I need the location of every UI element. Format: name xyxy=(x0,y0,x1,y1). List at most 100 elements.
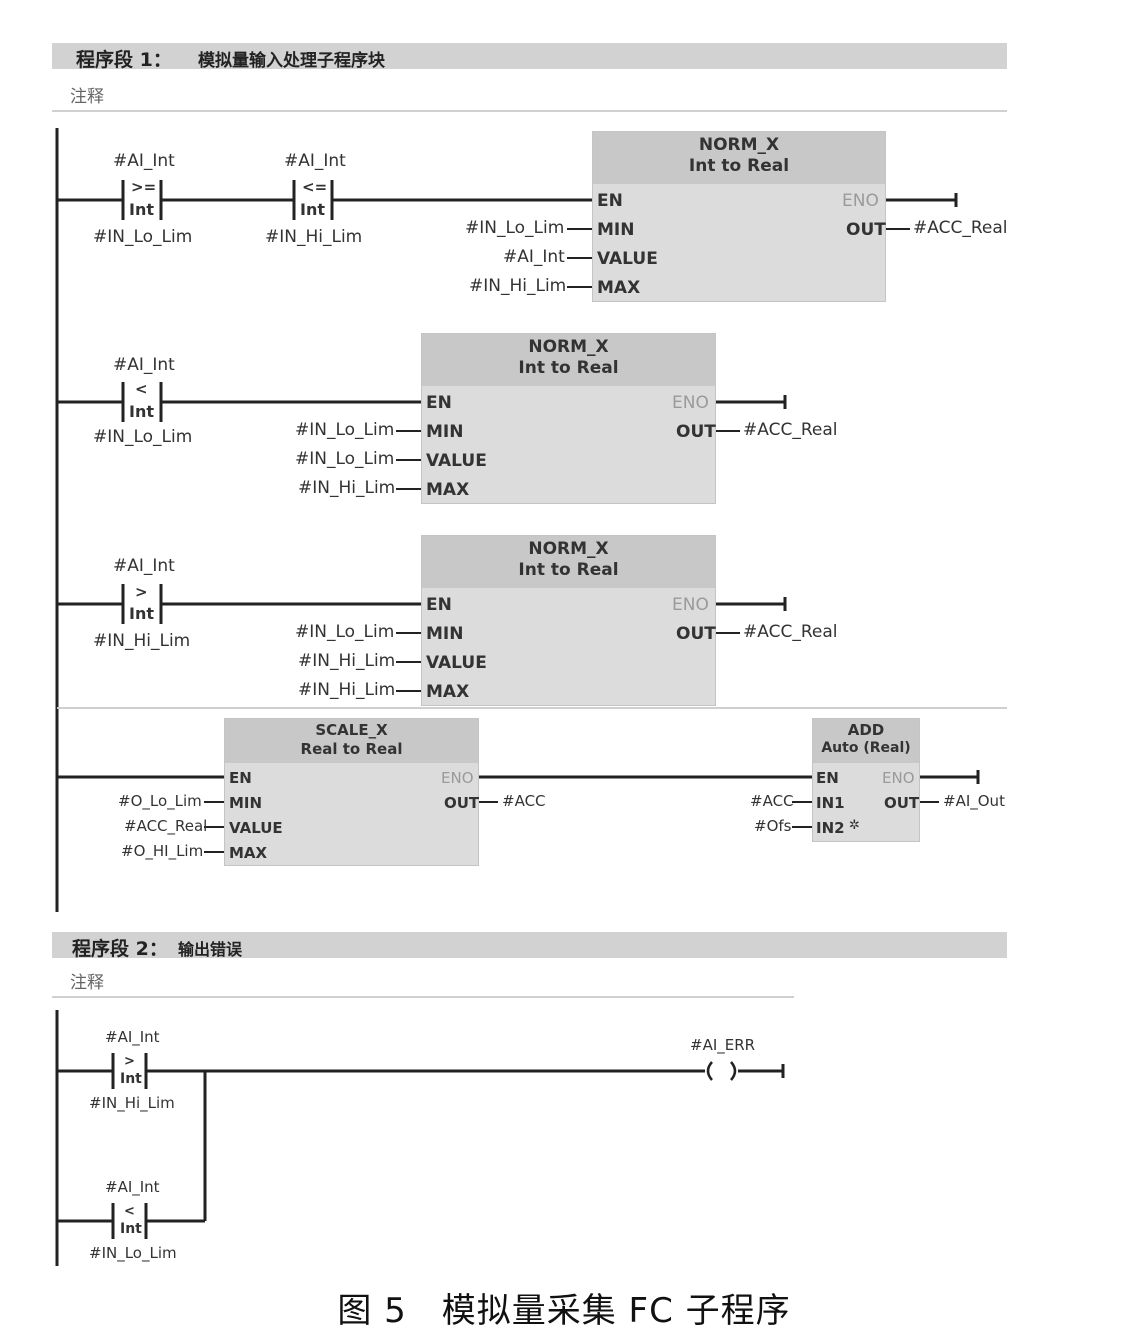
norm-x-box-1-title: NORM_X xyxy=(698,135,780,155)
add-box-in-in1: #ACC xyxy=(750,792,794,810)
norm-x-box-3-eno[interactable]: ENO xyxy=(672,595,709,615)
segment-2-comment[interactable]: 注释 xyxy=(52,962,794,998)
norm-x-box-2-pin-max[interactable]: MAX xyxy=(426,480,470,500)
norm-x-box-3-in-value: #IN_Hi_Lim xyxy=(298,651,396,671)
scale-x-box-pin-value[interactable]: VALUE xyxy=(229,819,283,837)
coil-icon[interactable] xyxy=(703,1060,741,1084)
scale-x-box-in-value: #ACC_Real xyxy=(124,817,208,835)
norm-x-box-1-pin-value[interactable]: VALUE xyxy=(597,249,658,269)
segment-2-header[interactable]: 程序段 2： 输出错误 xyxy=(52,932,1007,960)
contact-6-operand-bottom: #IN_Lo_Lim xyxy=(89,1244,177,1262)
norm-x-box-1-pin-max[interactable]: MAX xyxy=(597,278,641,298)
contact-4-operand-bottom: #IN_Hi_Lim xyxy=(93,631,191,651)
scale-x-box-en[interactable]: EN xyxy=(229,769,252,787)
norm-x-box-1-en[interactable]: EN xyxy=(597,191,623,211)
norm-x-box-2[interactable]: NORM_X Int to Real xyxy=(421,333,716,504)
segment-1-comment[interactable]: 注释 xyxy=(52,76,1007,112)
contact-3-operand-bottom: #IN_Lo_Lim xyxy=(93,427,193,447)
norm-x-box-3-en[interactable]: EN xyxy=(426,595,452,615)
add-box-pin-in2[interactable]: IN2 xyxy=(816,819,845,837)
scale-x-box-out[interactable]: OUT xyxy=(444,794,480,812)
add-box-in-in2: #Ofs xyxy=(754,817,792,835)
segment-1-header[interactable]: 程序段 1： 模拟量输入处理子程序块 xyxy=(52,43,1007,71)
add-box-en[interactable]: EN xyxy=(816,769,839,787)
segment-2-comment-label: 注释 xyxy=(70,973,104,993)
norm-x-box-3-pin-max[interactable]: MAX xyxy=(426,682,470,702)
norm-x-box-2-out-var: #ACC_Real xyxy=(743,420,838,440)
norm-x-box-1-type-to: to xyxy=(721,156,742,176)
contact-1-operand-top: #AI_Int xyxy=(113,151,175,171)
scale-x-box-type-real: Real xyxy=(365,740,403,758)
norm-x-box-3-type-real: Real xyxy=(576,560,619,580)
scale-x-box-pin-max[interactable]: MAX xyxy=(229,844,268,862)
norm-x-box-2-type-from: Int xyxy=(518,358,545,378)
norm-x-box-2-out[interactable]: OUT xyxy=(676,422,716,442)
segment-1-title: 程序段 1： xyxy=(76,49,172,71)
norm-x-box-3-out-var: #ACC_Real xyxy=(743,622,838,642)
segment-1-name: 模拟量输入处理子程序块 xyxy=(198,51,385,71)
add-box-subtitle: Auto (Real) xyxy=(821,740,911,756)
norm-x-box-3[interactable]: NORM_X Int to Real xyxy=(421,535,716,706)
norm-x-box-2-header: NORM_X Int to Real xyxy=(422,334,715,386)
norm-x-box-3-type-to: to xyxy=(550,560,571,580)
contact-5-operand-bottom: #IN_Hi_Lim xyxy=(89,1094,175,1112)
scale-x-box-title: SCALE_X xyxy=(315,721,388,739)
contact-3-operator: < xyxy=(135,380,148,398)
contact-4-operator: > xyxy=(135,583,148,601)
add-box-out[interactable]: OUT xyxy=(884,794,920,812)
contact-4-operand-top: #AI_Int xyxy=(113,556,175,576)
norm-x-box-3-pin-min[interactable]: MIN xyxy=(426,624,464,644)
coil-operand: #AI_ERR xyxy=(690,1036,756,1054)
norm-x-box-1-in-min: #IN_Lo_Lim xyxy=(465,218,565,238)
scale-x-box[interactable]: SCALE_X Real to Real xyxy=(224,718,479,866)
contact-3-type: Int xyxy=(129,402,154,421)
norm-x-box-3-out[interactable]: OUT xyxy=(676,624,716,644)
scale-x-box-pin-min[interactable]: MIN xyxy=(229,794,263,812)
scale-x-box-out-var: #ACC xyxy=(502,792,546,810)
norm-x-box-2-in-value: #IN_Lo_Lim xyxy=(295,449,395,469)
add-box[interactable]: ADD Auto (Real) xyxy=(812,718,920,842)
norm-x-box-1-in-value: #AI_Int xyxy=(503,247,565,267)
scale-x-box-type-to: to xyxy=(342,740,361,758)
add-box-pin-in1[interactable]: IN1 xyxy=(816,794,845,812)
contact-5-operator: > xyxy=(124,1054,135,1069)
contact-5-type: Int xyxy=(120,1071,142,1087)
norm-x-box-2-in-min: #IN_Lo_Lim xyxy=(295,420,395,440)
norm-x-box-1-out[interactable]: OUT xyxy=(846,220,886,240)
norm-x-box-2-type-to: to xyxy=(550,358,571,378)
norm-x-box-3-types: Int to Real xyxy=(422,560,715,580)
norm-x-box-2-en[interactable]: EN xyxy=(426,393,452,413)
contact-5-operand-top: #AI_Int xyxy=(105,1028,160,1046)
add-box-out-var: #AI_Out xyxy=(943,792,1005,810)
norm-x-box-1-pin-min[interactable]: MIN xyxy=(597,220,635,240)
norm-x-box-2-type-real: Real xyxy=(576,358,619,378)
norm-x-box-2-title: NORM_X xyxy=(528,337,609,357)
contact-6-operand-top: #AI_Int xyxy=(105,1178,160,1196)
norm-x-box-3-pin-value[interactable]: VALUE xyxy=(426,653,487,673)
contact-1-type: Int xyxy=(129,200,154,219)
contact-6-type: Int xyxy=(120,1221,142,1237)
norm-x-box-1-type-from: Int xyxy=(688,156,716,176)
contact-1-operator: >= xyxy=(131,178,157,196)
norm-x-box-2-pin-min[interactable]: MIN xyxy=(426,422,464,442)
contact-2-operand-top: #AI_Int xyxy=(284,151,346,171)
norm-x-box-1[interactable]: NORM_X Int to Real xyxy=(592,131,886,302)
segment-2-title: 程序段 2： xyxy=(72,938,168,960)
add-box-expand-icon[interactable]: ✲ xyxy=(849,818,860,833)
contact-4-type: Int xyxy=(129,604,154,623)
contact-2-operand-bottom: #IN_Hi_Lim xyxy=(265,227,363,247)
add-box-eno[interactable]: ENO xyxy=(882,769,915,787)
contact-3-operand-top: #AI_Int xyxy=(113,355,175,375)
contact-2-type: Int xyxy=(300,200,325,219)
norm-x-box-1-eno[interactable]: ENO xyxy=(842,191,879,211)
add-box-title: ADD xyxy=(847,721,885,739)
scale-x-box-type-from: Real xyxy=(300,740,338,758)
segment-2-name: 输出错误 xyxy=(178,940,243,959)
norm-x-box-2-pin-value[interactable]: VALUE xyxy=(426,451,487,471)
norm-x-box-1-types: Int to Real xyxy=(593,156,885,176)
scale-x-box-in-max: #O_HI_Lim xyxy=(121,842,204,860)
scale-x-box-eno[interactable]: ENO xyxy=(441,769,474,787)
scale-x-box-in-min: #O_Lo_Lim xyxy=(118,792,202,810)
norm-x-box-2-eno[interactable]: ENO xyxy=(672,393,709,413)
norm-x-box-3-type-from: Int xyxy=(518,560,545,580)
